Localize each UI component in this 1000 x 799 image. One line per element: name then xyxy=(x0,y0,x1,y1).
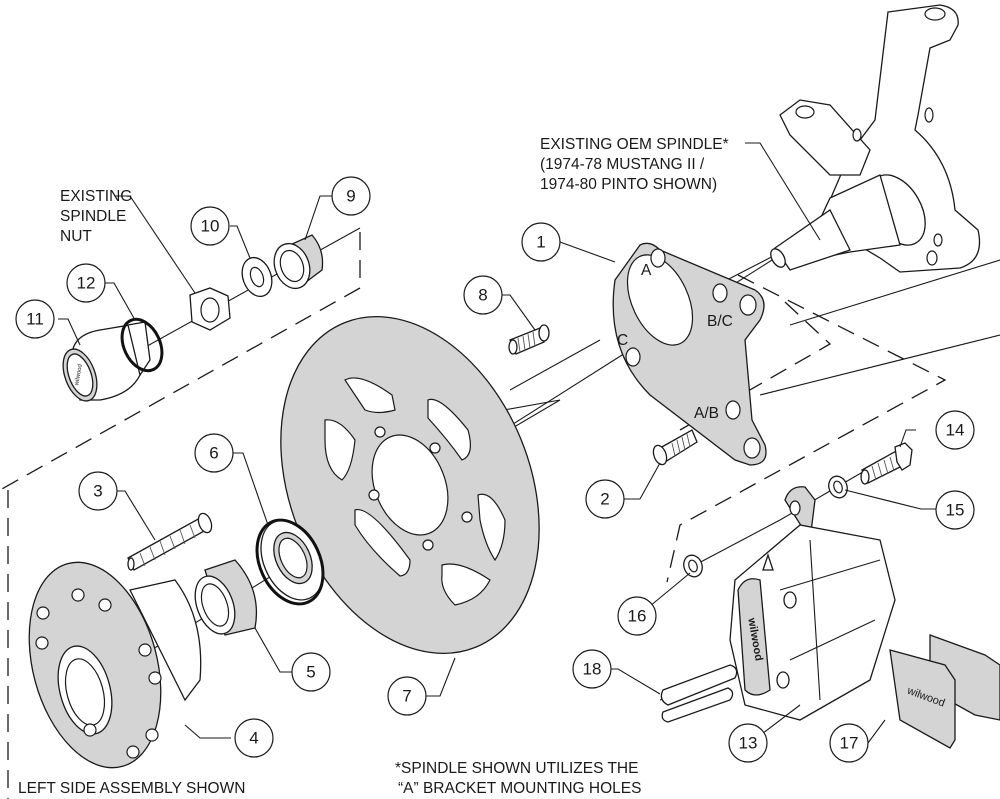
caliper-illustration: wilwood xyxy=(729,486,896,721)
svg-text:14: 14 xyxy=(946,421,965,440)
outer-bearing-illustration xyxy=(273,234,324,290)
callout-14: 14 xyxy=(935,410,975,450)
bracket-hole-label-a: A xyxy=(641,262,652,279)
svg-text:8: 8 xyxy=(478,286,487,305)
svg-text:17: 17 xyxy=(840,734,859,753)
bracket-bolt-illustration xyxy=(652,429,698,466)
callout-10: 10 xyxy=(190,206,230,246)
brand-marking: wilwood xyxy=(74,364,84,387)
svg-text:11: 11 xyxy=(26,310,44,329)
spindle-nut-illustration xyxy=(189,287,231,331)
existing-oem-spindle-label: EXISTING OEM SPINDLE* (1974-78 MUSTANG I… xyxy=(540,136,729,193)
rotor-illustration xyxy=(280,315,540,655)
dust-cap-illustration: wilwood xyxy=(62,321,151,402)
svg-text:10: 10 xyxy=(201,217,220,236)
svg-text:2: 2 xyxy=(600,490,609,509)
bracket-hole-label-c: C xyxy=(617,332,628,349)
svg-text:18: 18 xyxy=(583,660,602,679)
callout-13: 13 xyxy=(728,723,768,763)
brake-pads-illustration: wilwood xyxy=(889,634,1000,749)
callout-3: 3 xyxy=(78,471,118,511)
svg-text:3: 3 xyxy=(93,482,102,501)
svg-text:4: 4 xyxy=(249,729,258,748)
callout-4: 4 xyxy=(234,718,274,758)
shim-washer-illustration xyxy=(683,554,703,578)
inner-bearing-illustration xyxy=(194,559,258,636)
callout-7: 7 xyxy=(387,676,427,716)
svg-text:9: 9 xyxy=(346,187,355,206)
callout-11: 11 xyxy=(15,299,55,339)
callout-8: 8 xyxy=(463,275,503,315)
o-ring-illustration xyxy=(120,317,164,373)
svg-text:NUT: NUT xyxy=(60,228,92,245)
svg-text:7: 7 xyxy=(402,687,411,706)
callout-9: 9 xyxy=(331,176,371,216)
left-side-assembly-label: LEFT SIDE ASSEMBLY SHOWN xyxy=(18,780,245,797)
svg-text:5: 5 xyxy=(306,663,315,682)
svg-text:*SPINDLE SHOWN UTILIZES THE: *SPINDLE SHOWN UTILIZES THE xyxy=(395,760,638,777)
callout-2: 2 xyxy=(585,479,625,519)
bracket-hole-label-ab: A/B xyxy=(694,405,719,422)
bracket-hole-label-bc: B/C xyxy=(707,313,733,330)
callout-18: 18 xyxy=(572,649,612,689)
grease-seal-illustration xyxy=(255,518,325,606)
wheel-stud-illustration xyxy=(127,512,213,571)
caliper-bolt-illustration xyxy=(860,442,913,485)
rotor-screw-illustration xyxy=(508,324,550,355)
spindle-illustration xyxy=(770,4,981,273)
spindle-footnote: *SPINDLE SHOWN UTILIZES THE “A” BRACKET … xyxy=(395,760,641,797)
svg-text:“A” BRACKET MOUNTING HOLES: “A” BRACKET MOUNTING HOLES xyxy=(398,780,641,797)
washer-illustration xyxy=(241,256,273,298)
callout-1: 1 xyxy=(521,222,561,262)
svg-text:SPINDLE: SPINDLE xyxy=(60,208,126,225)
callout-17: 17 xyxy=(829,723,869,763)
callout-5: 5 xyxy=(291,652,331,692)
svg-text:1974-80 PINTO SHOWN): 1974-80 PINTO SHOWN) xyxy=(540,176,717,193)
caliper-bracket-illustration: A B/C C A/B xyxy=(612,242,767,466)
svg-text:12: 12 xyxy=(77,274,96,293)
svg-text:15: 15 xyxy=(946,501,965,520)
svg-text:(1974-78 MUSTANG II /: (1974-78 MUSTANG II / xyxy=(540,156,705,173)
svg-text:13: 13 xyxy=(739,734,758,753)
hub-illustration xyxy=(28,561,202,769)
callout-16: 16 xyxy=(617,596,657,636)
svg-text:EXISTING OEM SPINDLE*: EXISTING OEM SPINDLE* xyxy=(540,136,729,153)
retainer-pins-illustration xyxy=(660,664,738,723)
svg-text:EXISTING: EXISTING xyxy=(60,188,132,205)
svg-text:16: 16 xyxy=(628,607,647,626)
callout-12: 12 xyxy=(66,263,106,303)
svg-text:6: 6 xyxy=(209,444,218,463)
existing-spindle-nut-label: EXISTING SPINDLE NUT xyxy=(60,188,132,245)
svg-text:1: 1 xyxy=(536,233,545,252)
callout-6: 6 xyxy=(194,433,234,473)
caliper-washer-illustration xyxy=(828,475,848,499)
callout-15: 15 xyxy=(935,490,975,530)
